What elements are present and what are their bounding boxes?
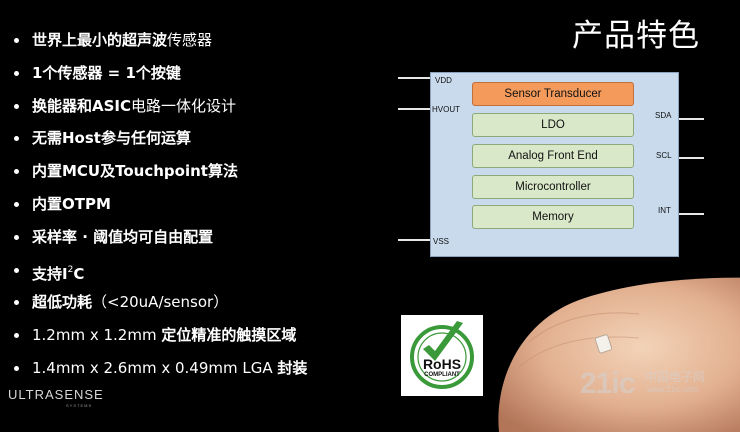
feature-item: 采样率 · 阈值均可自由配置 [10, 221, 307, 254]
pin-label-scl: SCL [656, 151, 672, 160]
feature-item: 内置MCU及Touchpoint算法 [10, 155, 307, 188]
block-analog-front-end: Analog Front End [472, 144, 634, 168]
bullet-dot [14, 169, 19, 175]
watermark-cn: 中国电子网 [645, 370, 706, 384]
rohs-compliant-text: COMPLIANT [424, 372, 460, 378]
feature-item: 1个传感器 = 1个按键 [10, 57, 307, 90]
bullet-dot [14, 103, 19, 109]
feature-item: 世界上最小的超声波传感器 [10, 24, 307, 57]
feature-item: 内置OTPM [10, 188, 307, 221]
pin-line-vdd [398, 77, 431, 79]
watermark-brand: 21ic [580, 367, 635, 400]
block-sensor-transducer: Sensor Transducer [472, 82, 634, 106]
feature-item: 1.2mm x 1.2mm 定位精准的触摸区域 [10, 319, 307, 352]
chip-block-diagram: VDD HVOUT VSS SDA SCL INT Sensor Transdu… [430, 72, 679, 257]
fingertip-chip-photo [498, 277, 740, 432]
rohs-check-icon [410, 321, 474, 389]
bullet-dot [14, 38, 19, 43]
watermark-url: www.21ic.com [647, 385, 699, 394]
block-ldo: LDO [472, 113, 634, 137]
pin-line-sda [677, 118, 704, 120]
pin-line-scl [677, 157, 704, 159]
bullet-dot [14, 234, 19, 240]
pin-line-hvout [398, 108, 431, 110]
rohs-badge: RoHS COMPLIANT [401, 315, 483, 396]
pin-label-vdd: VDD [435, 76, 452, 85]
pin-label-hvout: HVOUT [432, 105, 460, 114]
bullet-dot [14, 201, 19, 207]
feature-list: 世界上最小的超声波传感器 1个传感器 = 1个按键 换能器和ASIC电路一体化设… [10, 24, 307, 385]
bullet-dot [14, 70, 19, 76]
bullet-dot [14, 267, 19, 273]
feature-item: 支持I2C [10, 254, 307, 287]
block-microcontroller: Microcontroller [472, 175, 634, 199]
feature-item: 无需Host参与任何运算 [10, 122, 307, 155]
rohs-text: RoHS [422, 356, 462, 372]
bullet-dot [14, 136, 19, 142]
bullet-dot [14, 365, 19, 371]
bullet-dot [14, 300, 19, 306]
pin-line-vss [398, 239, 431, 241]
block-memory: Memory [472, 205, 634, 229]
pin-label-sda: SDA [655, 111, 672, 120]
pin-label-int: INT [658, 206, 671, 215]
feature-item: 1.4mm x 2.6mm x 0.49mm LGA 封装 [10, 352, 307, 385]
feature-item: 超低功耗（<20uA/sensor） [10, 286, 307, 319]
feature-item: 换能器和ASIC电路一体化设计 [10, 90, 307, 123]
pin-label-vss: VSS [433, 237, 450, 246]
pin-line-int [677, 213, 704, 215]
bullet-dot [14, 333, 19, 339]
company-logo: ULTRASENSE [8, 387, 104, 402]
company-logo-sub: SYSTEMS [66, 403, 93, 408]
slide-title: 产品特色 [572, 18, 700, 54]
